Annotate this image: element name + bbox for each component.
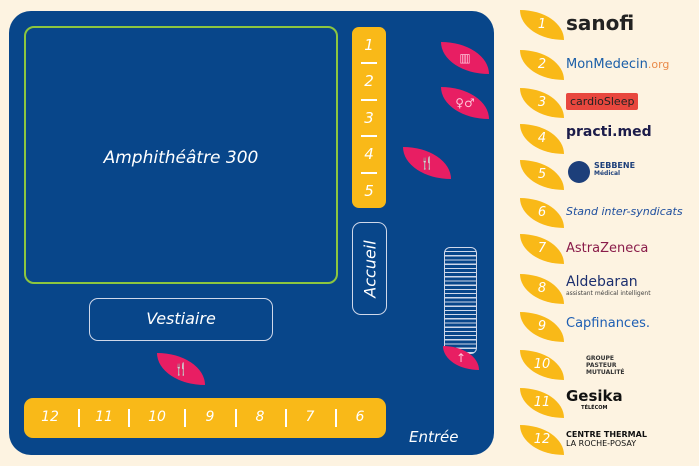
logo-sub: assistant médical intelligent: [566, 290, 651, 297]
amphitheatre[interactable]: Amphithéâtre 300: [24, 26, 338, 284]
legend-item[interactable]: 9 Capfinances.: [520, 312, 695, 344]
gpm-logo: GROUPE PASTEUR MUTUALITÉ: [586, 355, 625, 376]
divider: [285, 409, 287, 427]
entrance-label: Entrée: [409, 428, 459, 446]
legend-item[interactable]: 10 GROUPE PASTEUR MUTUALITÉ: [520, 350, 695, 382]
logo-text: CENTRE THERMAL: [566, 430, 647, 439]
divider: [78, 409, 80, 427]
stands-row: 12 11 10 9 8 7 6: [24, 398, 386, 438]
legend-number: 7: [520, 234, 564, 264]
legend-number: 4: [520, 124, 564, 154]
practimed-logo: practi.med: [566, 124, 652, 140]
sebbene-icon: [568, 161, 590, 183]
stand-12[interactable]: 12: [41, 409, 59, 425]
stand-1[interactable]: 1: [364, 36, 374, 54]
legend-item[interactable]: 2 MonMedecin.org: [520, 50, 695, 82]
legend-number: 2: [520, 50, 564, 80]
divider: [235, 409, 237, 427]
stand-3[interactable]: 3: [364, 109, 374, 127]
capfinances-logo: Capfinances.: [566, 316, 650, 331]
astrazeneca-logo: AstraZeneca: [566, 241, 649, 256]
legend-item[interactable]: 4 practi.med: [520, 124, 695, 156]
legend-number: 9: [520, 312, 564, 342]
inter-syndicats-label: Stand inter-syndicats: [566, 205, 683, 218]
divider: [361, 172, 377, 174]
logo-sub: TÉLÉCOM: [581, 405, 608, 411]
logo-text: Aldebaran: [566, 274, 638, 290]
legend-item[interactable]: 1 sanofi: [520, 10, 695, 42]
legend-item[interactable]: 3 cardioSleep: [520, 88, 695, 120]
amphitheatre-label: Amphithéâtre 300: [103, 148, 259, 168]
monmedecin-logo: MonMedecin.org: [566, 57, 669, 72]
legend-number: 1: [520, 10, 564, 40]
stand-8[interactable]: 8: [255, 409, 265, 425]
stand-11[interactable]: 11: [95, 409, 113, 425]
stands-column: 1 2 3 4 5: [352, 27, 386, 208]
divider: [184, 409, 186, 427]
stand-9[interactable]: 9: [205, 409, 215, 425]
staircase: [444, 247, 477, 354]
legend-number: 8: [520, 274, 564, 304]
legend-number: 6: [520, 198, 564, 228]
legend-number: 3: [520, 88, 564, 118]
sanofi-logo: sanofi: [566, 11, 635, 35]
divider: [335, 409, 337, 427]
divider: [128, 409, 130, 427]
legend-item[interactable]: 6 Stand inter-syndicats: [520, 198, 695, 230]
logo-text: SEBBENE: [594, 161, 636, 170]
stand-10[interactable]: 10: [148, 409, 166, 425]
legend-number: 11: [520, 388, 564, 418]
logo-text: MonMedecin: [566, 57, 648, 72]
accueil-label: Accueil: [360, 239, 379, 298]
logo-sub: Médical: [594, 170, 621, 177]
legend-number: 12: [520, 425, 564, 455]
cardiosleep-logo: cardioSleep: [566, 93, 639, 110]
divider: [361, 135, 377, 137]
stand-7[interactable]: 7: [305, 409, 315, 425]
legend-number: 10: [520, 350, 564, 380]
legend-item[interactable]: 7 AstraZeneca: [520, 234, 695, 266]
divider: [361, 62, 377, 64]
divider: [361, 99, 377, 101]
stand-5[interactable]: 5: [364, 182, 374, 200]
floor-plan: [9, 11, 494, 455]
stand-6[interactable]: 6: [355, 409, 365, 425]
stand-2[interactable]: 2: [364, 72, 374, 90]
accueil[interactable]: Accueil: [352, 222, 387, 315]
vestiaire[interactable]: Vestiaire: [89, 298, 273, 341]
logo-suffix: .org: [647, 58, 670, 71]
stand-4[interactable]: 4: [364, 145, 374, 163]
logo-sub: LA ROCHE-POSAY: [566, 439, 637, 448]
legend-number: 5: [520, 160, 564, 190]
logo-text: Gesika: [566, 387, 623, 405]
